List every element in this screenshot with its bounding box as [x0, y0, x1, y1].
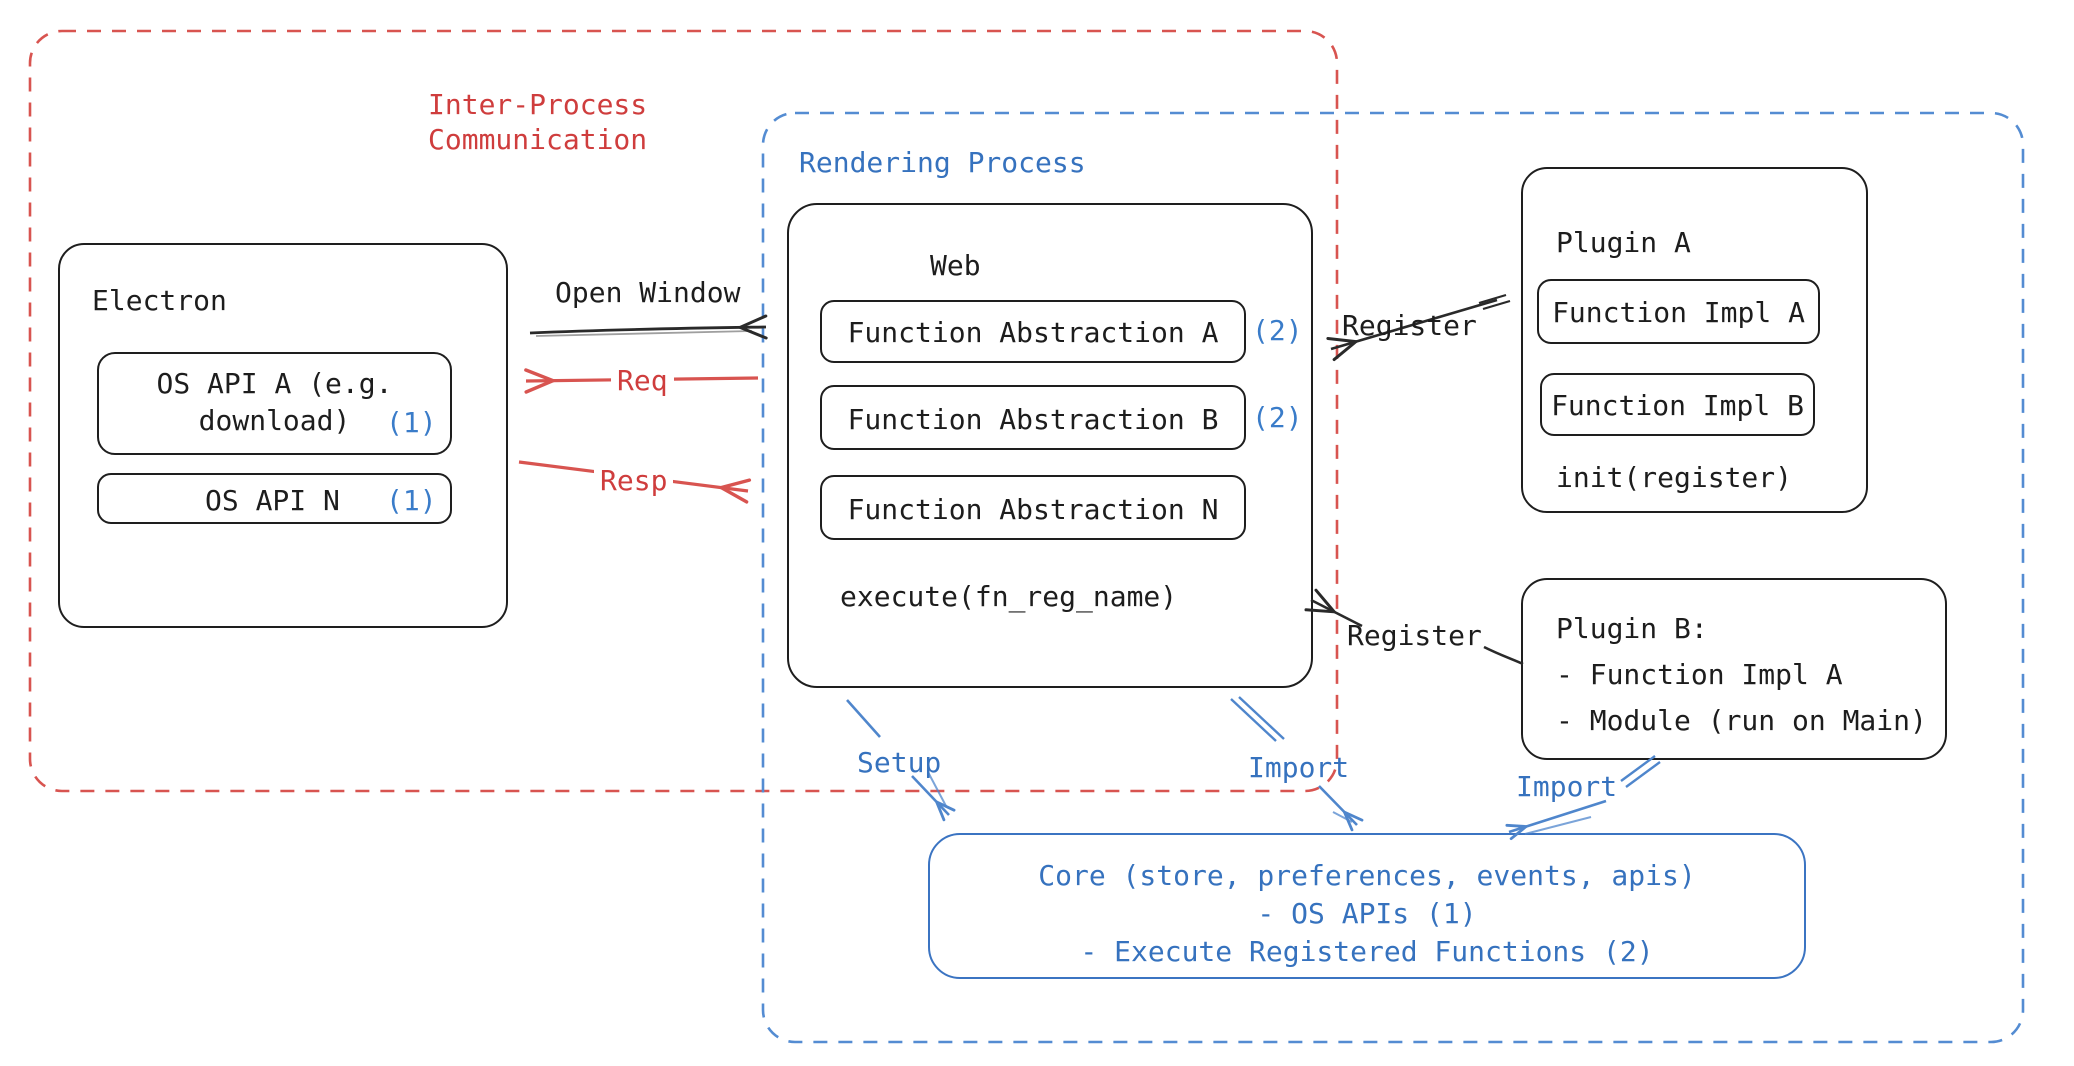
- resp-label: Resp: [594, 464, 674, 497]
- register-a-label: Register: [1342, 309, 1477, 342]
- open-window-arrow-sketch: [535, 330, 753, 337]
- web-title: Web: [930, 249, 981, 282]
- import-web-arrow: [1318, 785, 1357, 825]
- ipc-label-line1: Inter-Process: [428, 88, 648, 121]
- register-b-connector: [1483, 645, 1524, 666]
- electron-title: Electron: [92, 284, 227, 317]
- rendering-process-label: Rendering Process: [799, 146, 1086, 179]
- open-window-arrow: [529, 327, 766, 333]
- function-abstraction-a-ref: (2): [1252, 314, 1303, 347]
- function-abstraction-b-ref: (2): [1252, 401, 1303, 434]
- import-web-connector: [1230, 698, 1277, 742]
- import-plugin-arrow-sketch: [1524, 816, 1592, 835]
- init-register-label: init(register): [1556, 461, 1793, 494]
- function-abstraction-n-label: Function Abstraction N: [847, 493, 1219, 526]
- import-plugin-label: Import: [1516, 770, 1618, 803]
- os-api-a-label-line1: OS API A (e.g.: [156, 367, 393, 400]
- setup-arrow: [911, 775, 949, 815]
- import-plugin-arrow: [1509, 799, 1607, 832]
- ipc-label-line2: Communication: [428, 123, 648, 156]
- import-plugin-connector2: [1625, 761, 1661, 788]
- import-web-connector2: [1238, 696, 1285, 740]
- function-impl-a-label: Function Impl A: [1552, 296, 1805, 329]
- import-web-arrow-sketch: [1332, 811, 1353, 823]
- import-web-label: Import: [1248, 751, 1350, 784]
- plugin-b-title: Plugin B:: [1556, 612, 1708, 645]
- os-api-a-ref: (1): [386, 406, 437, 439]
- register-b-label: Register: [1347, 619, 1482, 652]
- function-abstraction-a-label: Function Abstraction A: [847, 316, 1219, 349]
- setup-label: Setup: [857, 746, 942, 779]
- register-a-tick1: [1478, 293, 1507, 305]
- plugin-b-item-module: - Module (run on Main): [1556, 704, 1927, 737]
- os-api-n-label: OS API N: [205, 484, 340, 517]
- register-a-tick2: [1482, 299, 1511, 311]
- function-abstraction-b-label: Function Abstraction B: [847, 403, 1219, 436]
- open-window-label: Open Window: [555, 276, 741, 309]
- setup-connector: [846, 699, 881, 738]
- core-label-line3: - Execute Registered Functions (2): [1080, 935, 1654, 968]
- req-label: Req: [611, 364, 674, 397]
- core-label-line2: - OS APIs (1): [1257, 897, 1477, 930]
- core-label-line1: Core (store, preferences, events, apis): [1038, 859, 1696, 892]
- plugin-b-item-impl-a: - Function Impl A: [1556, 658, 1843, 691]
- execute-label: execute(fn_reg_name): [840, 580, 1178, 613]
- os-api-n-ref: (1): [386, 484, 437, 517]
- plugin-a-title: Plugin A: [1556, 226, 1691, 259]
- function-impl-b-label: Function Impl B: [1551, 389, 1804, 422]
